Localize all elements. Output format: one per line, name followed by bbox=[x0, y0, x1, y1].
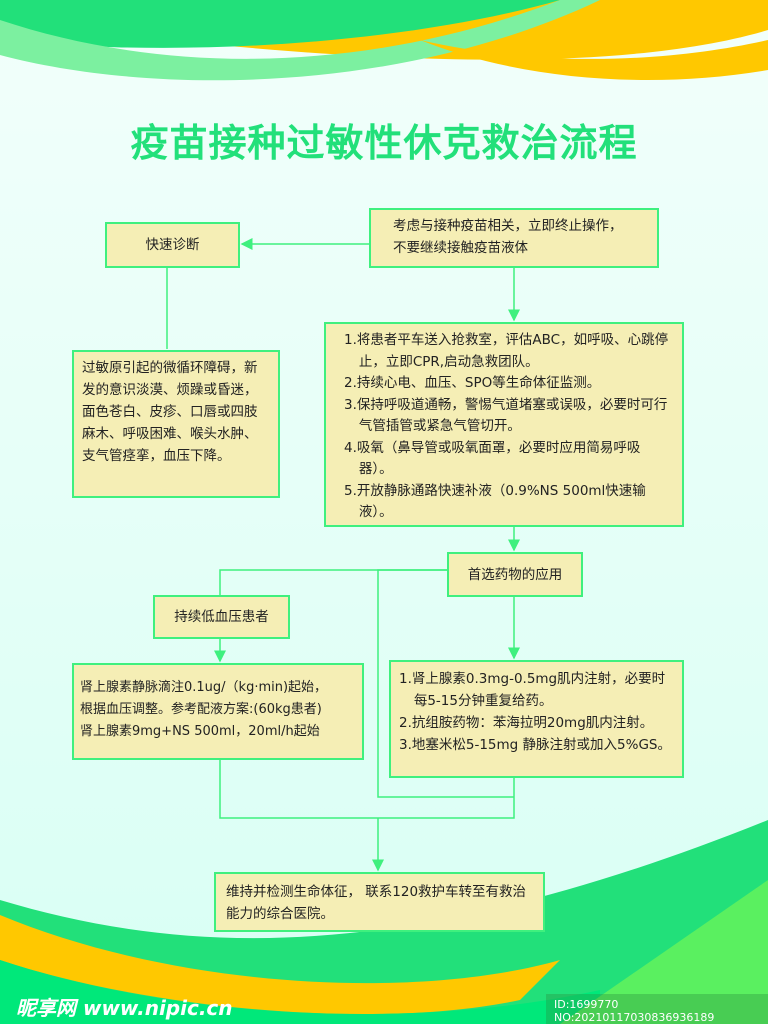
symptoms-box: 过敏原引起的微循环障碍，新发的意识淡漠、烦躁或昏迷，面色苍白、皮疹、口唇或四肢麻… bbox=[72, 350, 280, 498]
drug-item: 3.地塞米松5-15mg 静脉注射或加入5%GS。 bbox=[399, 737, 671, 753]
dose-line: 肾上腺素静脉滴注0.1ug/（kg·min)起始， bbox=[80, 680, 328, 695]
hypotension-dose-box: 肾上腺素静脉滴注0.1ug/（kg·min)起始， 根据血压调整。参考配液方案:… bbox=[72, 663, 364, 760]
preferred-drugs-box: 首选药物的应用 bbox=[447, 552, 583, 597]
stop-vaccine-line: 考虑与接种疫苗相关，立即终止操作， bbox=[393, 218, 623, 234]
step-item: 2.持续心电、血压、SPO等生命体征监测。 bbox=[344, 375, 601, 391]
dose-line: 肾上腺素9mg+NS 500ml，20ml/h起始 bbox=[80, 724, 320, 739]
drug-item: 2.抗组胺药物：苯海拉明20mg肌内注射。 bbox=[399, 715, 654, 731]
quick-diagnosis-label: 快速诊断 bbox=[145, 237, 200, 253]
step-item: 5.开放静脉通路快速补液（0.9%NS 500ml快速输液）。 bbox=[344, 482, 646, 521]
step-item: 4.吸氧（鼻导管或吸氧面罩，必要时应用简易呼吸器）。 bbox=[344, 439, 641, 478]
final-text: 维持并检测生命体征， 联系120救护车转至有救治能力的综合医院。 bbox=[226, 884, 527, 922]
page-title: 疫苗接种过敏性休克救治流程 bbox=[130, 121, 638, 165]
watermark-id: ID:1699770 NO:20210117030836936189 bbox=[546, 994, 768, 1024]
stop-vaccine-box: 考虑与接种疫苗相关，立即终止操作， 不要继续接触疫苗液体 bbox=[369, 208, 659, 268]
persistent-hypotension-label: 持续低血压患者 bbox=[174, 609, 269, 625]
step-item: 1.将患者平车送入抢救室，评估ABC，如呼吸、心跳停止，立即CPR,启动急救团队… bbox=[344, 332, 669, 370]
drug-item: 1.肾上腺素0.3mg-0.5mg肌内注射，必要时每5-15分钟重复给药。 bbox=[399, 671, 666, 709]
symptoms-text: 过敏原引起的微循环障碍，新发的意识淡漠、烦躁或昏迷，面色苍白、皮疹、口唇或四肢麻… bbox=[82, 360, 258, 464]
preferred-drugs-label: 首选药物的应用 bbox=[467, 566, 563, 583]
steps-box: 1.将患者平车送入抢救室，评估ABC，如呼吸、心跳停止，立即CPR,启动急救团队… bbox=[324, 322, 684, 527]
drugs-box: 1.肾上腺素0.3mg-0.5mg肌内注射，必要时每5-15分钟重复给药。 2.… bbox=[389, 660, 684, 778]
quick-diagnosis-box: 快速诊断 bbox=[105, 222, 240, 268]
step-item: 3.保持呼吸道通畅，警惕气道堵塞或误吸，必要时可行气管插管或紧急气管切开。 bbox=[344, 396, 668, 435]
watermark-logo: 昵享网 www.nipic.cn bbox=[16, 996, 233, 1020]
final-box: 维持并检测生命体征， 联系120救护车转至有救治能力的综合医院。 bbox=[214, 872, 545, 932]
persistent-hypotension-box: 持续低血压患者 bbox=[153, 595, 290, 639]
stop-vaccine-line: 不要继续接触疫苗液体 bbox=[393, 240, 528, 256]
dose-line: 根据血压调整。参考配液方案:(60kg患者) bbox=[80, 702, 322, 717]
